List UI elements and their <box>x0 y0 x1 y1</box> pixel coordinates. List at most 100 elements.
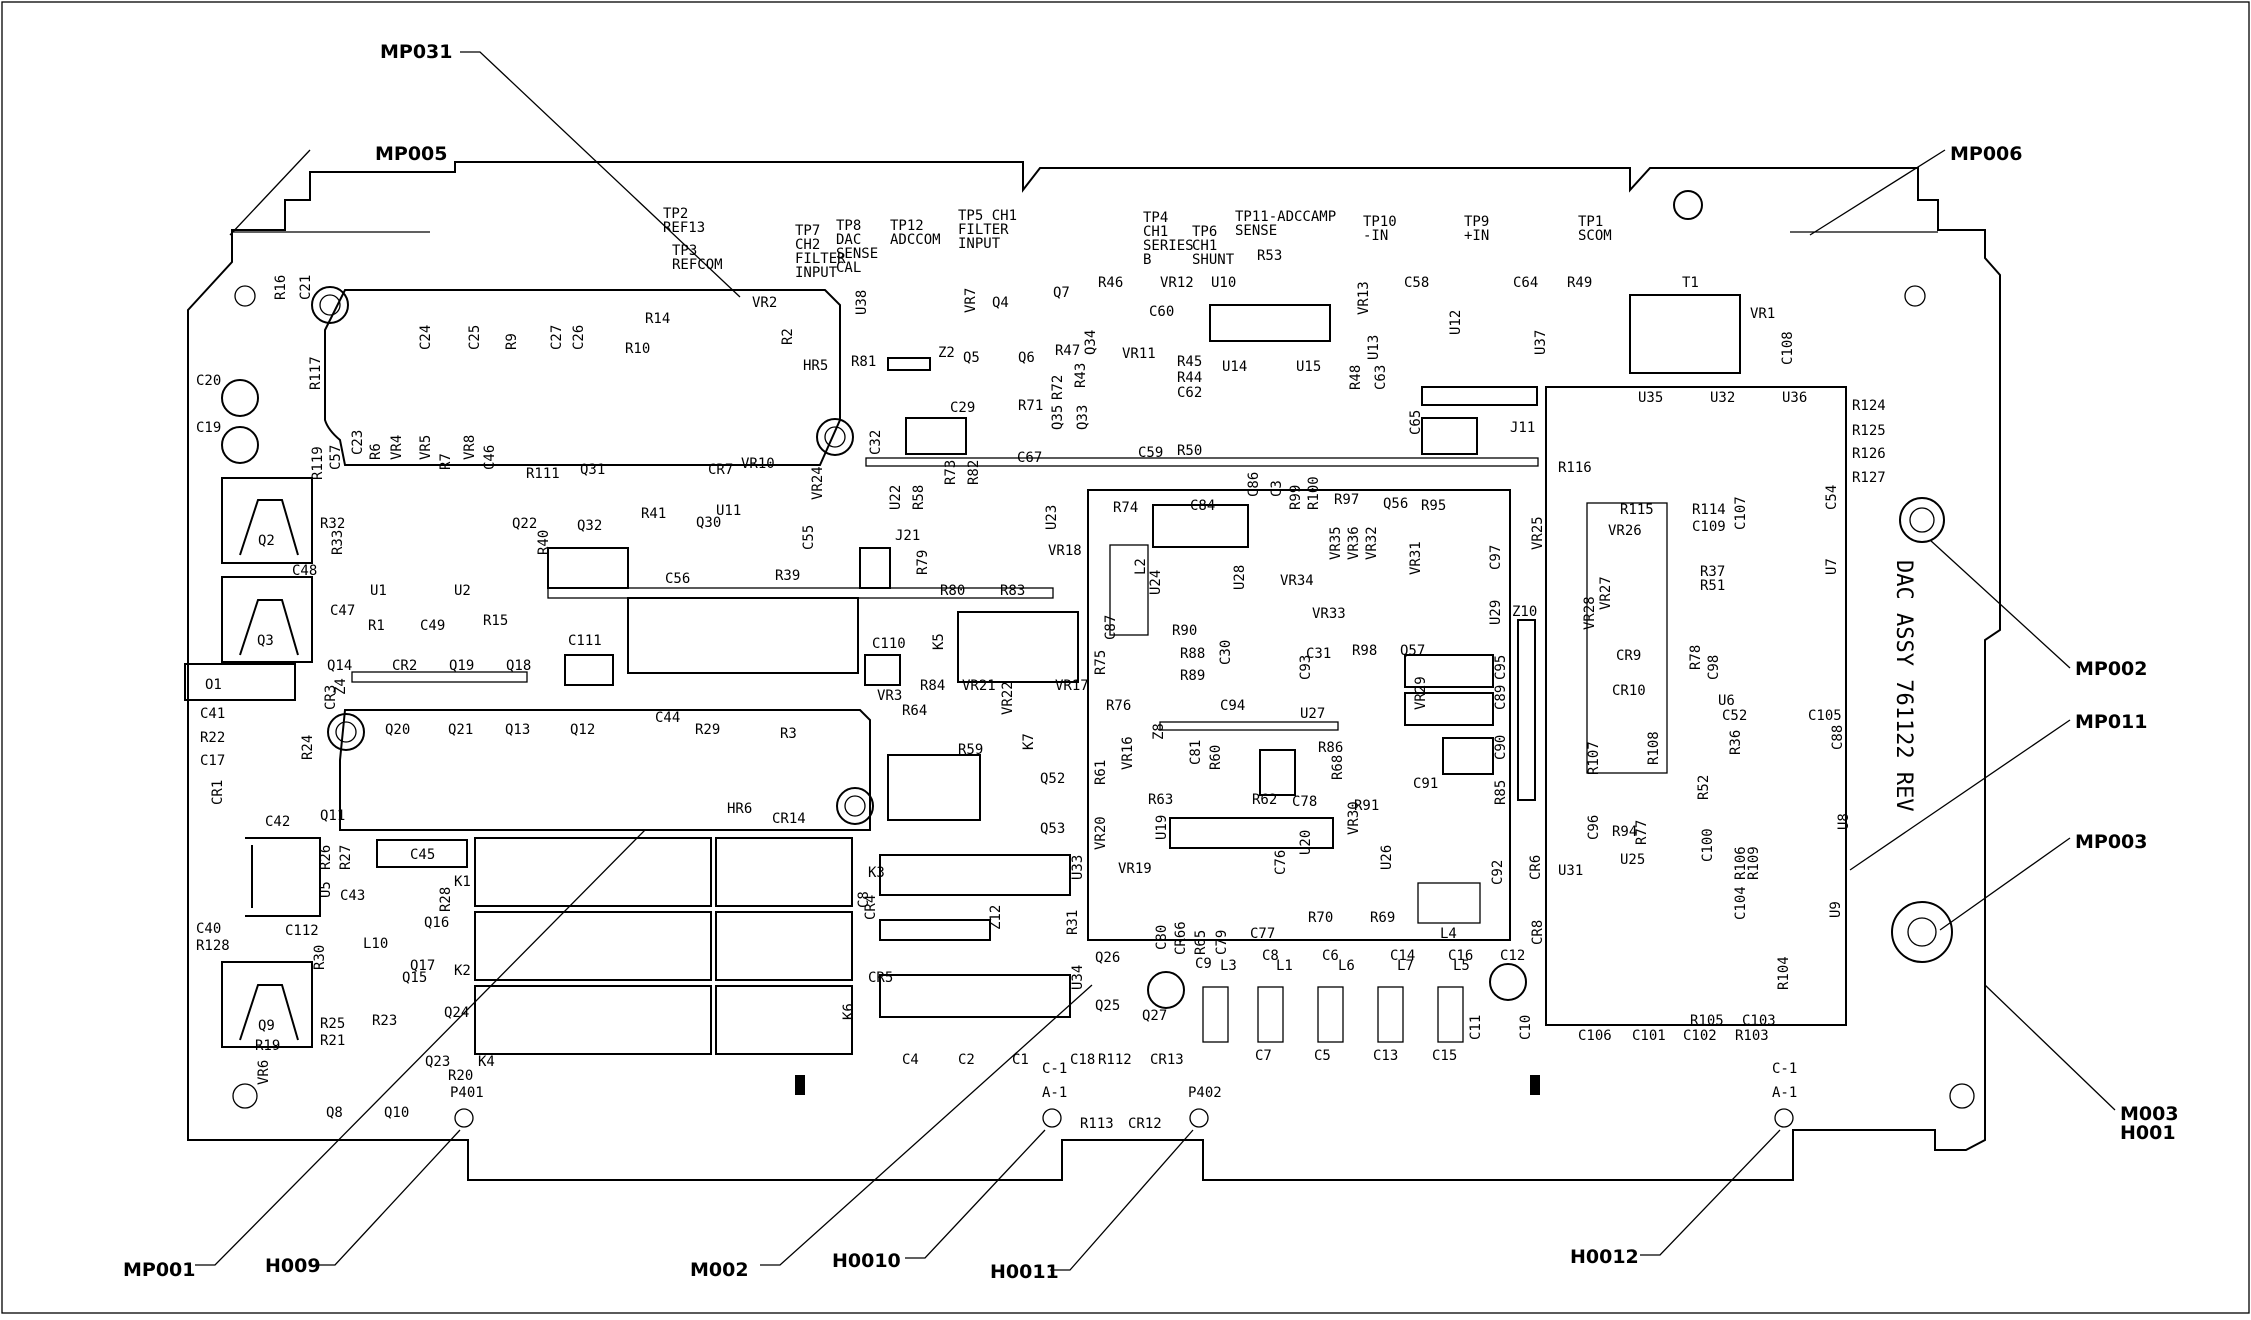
ref-r14: R14 <box>645 311 670 327</box>
ref-c106: C106 <box>1578 1028 1612 1044</box>
bus-bar <box>547 587 1054 599</box>
test-point-line: TP5 CH1 <box>958 208 1017 224</box>
ref-c100: C100 <box>1700 828 1716 862</box>
ref-cr12: CR12 <box>1128 1116 1162 1132</box>
ref-c90: C90 <box>1493 735 1509 760</box>
ref-cr2: CR2 <box>392 658 417 674</box>
ref-c41: C41 <box>200 706 225 722</box>
ref-vr1: VR1 <box>1750 306 1775 322</box>
ref-vr25: VR25 <box>1530 516 1546 550</box>
ic-c84 <box>1152 504 1249 548</box>
ref-r124: R124 <box>1852 398 1886 414</box>
ref-c49: C49 <box>420 618 445 634</box>
ref-c4: C4 <box>902 1052 919 1068</box>
test-point-line: TP4 <box>1143 210 1168 226</box>
ic-c89 <box>1404 692 1494 726</box>
corner-hole <box>1904 285 1926 307</box>
ref-r126: R126 <box>1852 446 1886 462</box>
ref-cr9: CR9 <box>1616 648 1641 664</box>
ref-r43: R43 <box>1073 363 1089 388</box>
ref-c105: C105 <box>1808 708 1842 724</box>
ic-u33 <box>879 854 1071 896</box>
ic-c110 <box>864 654 901 686</box>
ref-o1: O1 <box>205 677 222 693</box>
ref-u28: U28 <box>1232 565 1248 590</box>
ref-r63: R63 <box>1148 792 1173 808</box>
ref-q35: Q35 <box>1050 405 1066 430</box>
ref-r125: R125 <box>1852 423 1886 439</box>
ref-l7: L7 <box>1397 958 1414 974</box>
ref-r104: R104 <box>1776 956 1792 990</box>
ref-q27: Q27 <box>1142 1008 1167 1024</box>
bus-bar <box>351 671 528 683</box>
ref-q19: Q19 <box>449 658 474 674</box>
ref-c59: C59 <box>1138 445 1163 461</box>
ref-r82: R82 <box>966 460 982 485</box>
test-point-line: +IN <box>1464 228 1489 244</box>
ref-r33: R33 <box>330 530 346 555</box>
ref-r71: R71 <box>1018 398 1043 414</box>
ref-c32: C32 <box>868 430 884 455</box>
ref-r30: R30 <box>312 945 328 970</box>
test-point-line: ADCCOM <box>890 232 941 248</box>
ref-c8: C8 <box>856 891 872 908</box>
ref-r94: R94 <box>1612 824 1637 840</box>
ref-r70: R70 <box>1308 910 1333 926</box>
corner-hole <box>234 285 256 307</box>
ref-l5: L5 <box>1453 958 1470 974</box>
polarity-marker <box>1530 1075 1540 1095</box>
ref-r65: R65 <box>1193 930 1209 955</box>
ref-l10: L10 <box>363 936 388 952</box>
ref-r22: R22 <box>200 730 225 746</box>
ref-q21: Q21 <box>448 722 473 738</box>
ref-c58: C58 <box>1404 275 1429 291</box>
ref-vr30: VR30 <box>1346 801 1362 835</box>
ref-k4: K4 <box>478 1054 495 1070</box>
ref-c112: C112 <box>285 923 319 939</box>
ref-c57: C57 <box>328 445 344 470</box>
ref-k2: K2 <box>454 963 471 979</box>
ref-q12: Q12 <box>570 722 595 738</box>
ref-u6: U6 <box>1718 693 1735 709</box>
ref-r127: R127 <box>1852 470 1886 486</box>
esd-symbol <box>1673 190 1703 220</box>
test-point-line: TP11-ADCCAMP <box>1235 209 1336 225</box>
ref-cr1: CR1 <box>210 780 226 805</box>
test-point-line: TP8 <box>836 218 861 234</box>
ref-c1: C1 <box>1012 1052 1029 1068</box>
ref-q8: Q8 <box>326 1105 343 1121</box>
ref-c27: C27 <box>549 325 565 350</box>
ref-r58: R58 <box>911 485 927 510</box>
ref-c76: C76 <box>1273 850 1289 875</box>
ref-r52: R52 <box>1696 775 1712 800</box>
test-point-line: TP3 <box>672 243 697 259</box>
ref-k7: K7 <box>1021 733 1037 750</box>
ic-c56 <box>627 597 859 674</box>
ref-r77: R77 <box>1634 820 1650 845</box>
test-point-line: TP12 <box>890 218 924 234</box>
ref-r9: R9 <box>504 333 520 350</box>
ref-c47: C47 <box>330 603 355 619</box>
ref-z8: Z8 <box>1151 723 1167 740</box>
ref-z2: Z2 <box>938 345 955 361</box>
ref-u24: U24 <box>1148 570 1164 595</box>
callout-mp006: MP006 <box>1950 143 2023 165</box>
ref-hr6: HR6 <box>727 801 752 817</box>
test-point-line: SERIES <box>1143 238 1194 254</box>
relay-k6-body <box>715 985 853 1055</box>
ref-t1: T1 <box>1682 275 1699 291</box>
ic-u24 <box>1109 544 1149 636</box>
ref-c23: C23 <box>350 430 366 455</box>
ic-socket <box>1586 502 1668 774</box>
ic-c32 <box>905 417 967 455</box>
test-point-line: CH1 <box>1192 238 1217 254</box>
ref-r73: R73 <box>943 460 959 485</box>
ref-a-1: A-1 <box>1042 1085 1067 1101</box>
assembly-label: DAC ASSY 761122 REV <box>1891 560 1916 812</box>
ref-c40: C40 <box>196 921 221 937</box>
ref-u15: U15 <box>1296 359 1321 375</box>
test-point-line: TP6 <box>1192 224 1217 240</box>
ref-c65: C65 <box>1408 410 1424 435</box>
ref-z10: Z10 <box>1512 604 1537 620</box>
